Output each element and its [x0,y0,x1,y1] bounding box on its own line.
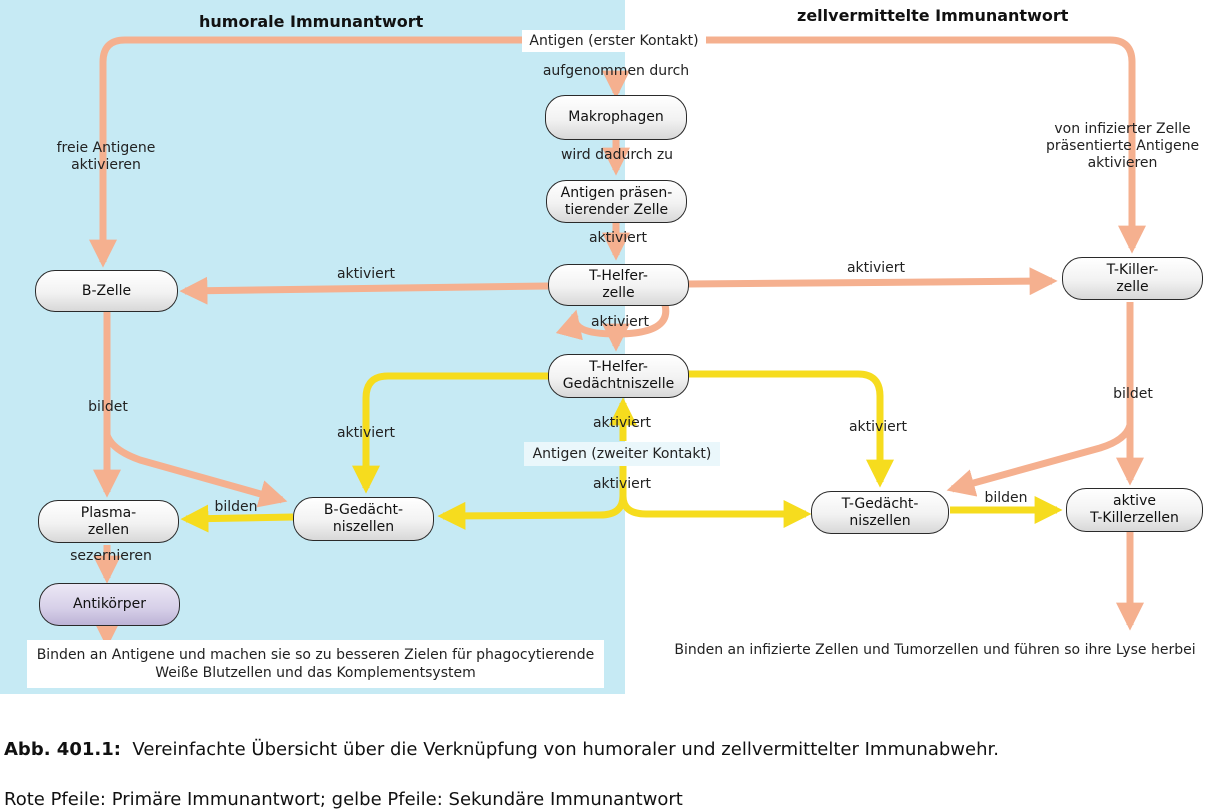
node-plasmazellen: Plasma- zellen [38,500,179,543]
label-freie-antigene: freie Antigene aktivieren [56,140,156,173]
node-b-gedaechtniszellen: B-Gedächt- niszellen [293,497,434,541]
label-bildet-right: bildet [1113,386,1153,402]
arrow-t-helfer-to-b-zelle [179,276,549,305]
label-bilden-left: bilden [214,499,258,515]
antigen-first-contact: Antigen (erster Kontakt) [522,30,706,52]
arrow-b-gedaechtnis-to-plasma [180,504,294,533]
label-aktiviert-yellow-right: aktiviert [848,419,908,435]
caption-line-1: Vereinfachte Übersicht über die Verknüpf… [132,739,999,760]
label-wird-dadurch-zu: wird dadurch zu [560,147,674,163]
label-aktiviert-loop: aktiviert [590,314,650,330]
arrow-t-killer-to-t-gedaechtnis [946,423,1134,497]
arrow-b-zelle-to-b-gedaechtnis [103,433,288,508]
label-aufgenommen-durch: aufgenommen durch [542,63,690,79]
node-t-helfer-gedaechtniszelle: T-Helfer- Gedächtniszelle [548,354,689,398]
node-antigen-praesentierende-zelle: Antigen präsen- tierender Zelle [546,180,687,223]
immune-response-diagram [0,0,1146,694]
label-aktiviert-t-killer: aktiviert [846,260,906,276]
antigen-second-contact: Antigen (zweiter Kontakt) [524,442,720,466]
node-t-gedaechtniszellen: T-Gedächt- niszellen [811,491,949,534]
title-cell-mediated: zellvermittelte Immunantwort [797,6,1069,25]
node-antikoerper: Antikörper [39,583,180,626]
arrow-antigen-to-b-zelle [89,36,525,268]
arrow-gedaechtnis-to-b-gedaechtnis [352,372,550,494]
arrow-antigen-to-t-killer [703,36,1146,254]
arrow-antigen-second-to-t-gedaechtnis [619,495,812,528]
arrow-t-helfer-to-t-killer [687,267,1058,296]
label-infizierte-zelle: von infizierter Zelle präsentierte Antig… [1045,121,1200,171]
figure-caption: Abb. 401.1: Vereinfachte Übersicht über … [4,712,1200,812]
outcome-cell-mediated: Binden an infizierte Zellen und Tumorzel… [674,642,1196,658]
label-aktiviert-yellow-low: aktiviert [592,476,652,492]
label-bilden-right: bilden [984,490,1028,506]
label-aktiviert-yellow-left: aktiviert [336,425,396,441]
label-aktiviert-b-zelle: aktiviert [336,266,396,282]
caption-figure-number: Abb. 401.1: [4,739,121,760]
node-t-helferzelle: T-Helfer- zelle [548,264,689,306]
node-t-killerzelle: T-Killer- zelle [1062,257,1203,300]
label-bildet-left: bildet [88,399,128,415]
caption-line-2: Rote Pfeile: Primäre Immunantwort; gelbe… [4,789,683,810]
node-b-zelle: B-Zelle [35,270,178,312]
label-aktiviert-yellow-mid: aktiviert [592,415,652,431]
title-humoral: humorale Immunantwort [199,12,424,31]
node-aktive-t-killerzellen: aktive T-Killerzellen [1066,488,1203,532]
node-makrophagen: Makrophagen [545,95,687,140]
arrow-gedaechtnis-to-t-gedaechtnis [688,370,894,488]
label-sezernieren: sezernieren [70,548,152,564]
label-aktiviert-apc: aktiviert [588,230,648,246]
outcome-humoral: Binden an Antigene und machen sie so zu … [27,640,604,688]
